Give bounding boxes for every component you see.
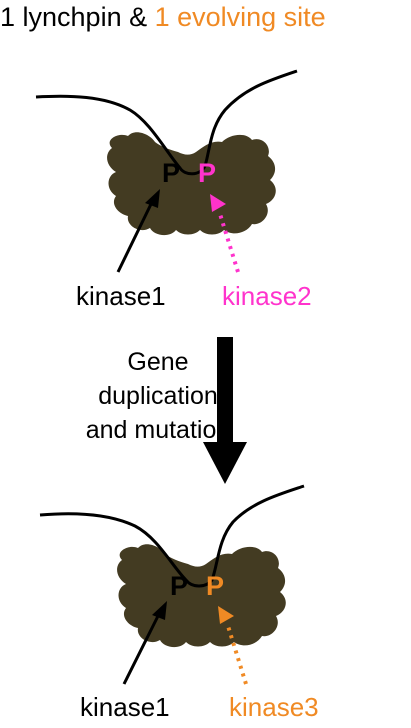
kinase1-arrowhead-2 — [152, 601, 167, 620]
evolving-p-label: P — [198, 158, 216, 188]
lynchpin-p-label-2: P — [170, 571, 188, 601]
kinase2-arrow — [218, 213, 240, 273]
kinase1-label-2: kinase1 — [80, 692, 170, 722]
kinase1-arrow — [116, 199, 155, 273]
step-arrow-shaft — [217, 337, 233, 445]
step-label-line1: Gene — [127, 348, 188, 376]
top-panel: P P kinase1 kinase2 — [35, 69, 312, 311]
bottom-panel: P P kinase1 kinase3 — [39, 484, 319, 722]
kinase3-label: kinase3 — [229, 692, 319, 722]
substrate-peptide-line-2 — [39, 484, 305, 588]
title-evolving-site: 1 evolving site — [155, 2, 326, 32]
lynchpin-p-label: P — [162, 158, 180, 188]
gene-duplication-step: Gene duplication and mutation — [86, 337, 247, 484]
evolving-p-label-2: P — [206, 571, 224, 601]
kinase2-label: kinase2 — [222, 281, 312, 311]
title-lynchpin: 1 lynchpin & — [0, 2, 155, 32]
kinase1-label: kinase1 — [76, 281, 166, 311]
kinase-protein-blob — [107, 132, 276, 236]
kinase1-arrowhead — [145, 189, 160, 208]
title: 1 lynchpin & 1 evolving site — [0, 2, 326, 32]
kinase3-arrow — [226, 625, 248, 685]
substrate-peptide-line — [35, 69, 298, 176]
step-label-line3: and mutation — [86, 416, 231, 444]
kinase-protein-blob-2 — [117, 544, 286, 648]
kinase1-arrow-2 — [122, 611, 162, 685]
kinase3-arrowhead — [218, 606, 234, 624]
step-arrow-head — [203, 442, 247, 484]
step-label-line2: duplication — [98, 382, 218, 410]
kinase2-arrowhead — [210, 194, 226, 212]
